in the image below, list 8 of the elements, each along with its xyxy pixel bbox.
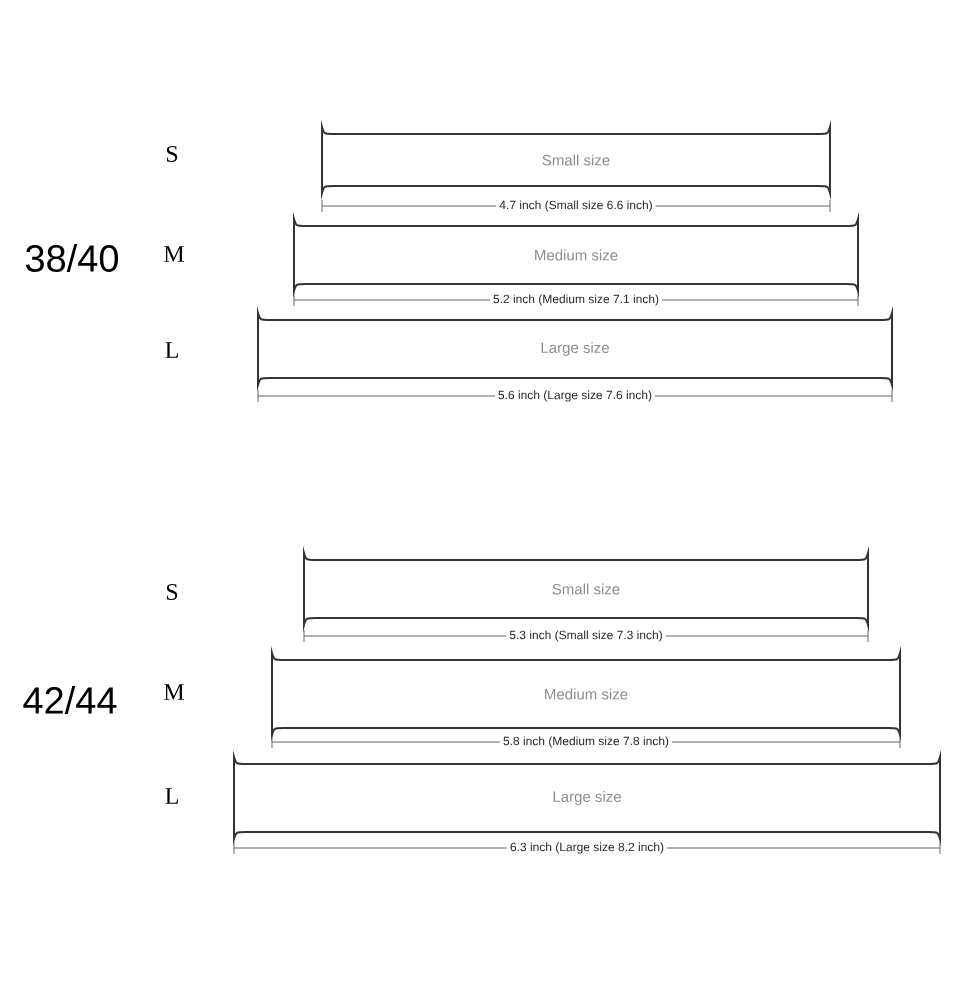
size-letter: S xyxy=(166,583,178,601)
size-letter: M xyxy=(164,246,184,262)
case-size-label: 42/44 xyxy=(23,686,117,714)
size-letter: L xyxy=(165,342,178,358)
case-size-label: 38/40 xyxy=(25,244,119,272)
size-letter: S xyxy=(166,145,178,163)
size-letter: M xyxy=(164,684,184,700)
size-letter: L xyxy=(165,788,178,804)
